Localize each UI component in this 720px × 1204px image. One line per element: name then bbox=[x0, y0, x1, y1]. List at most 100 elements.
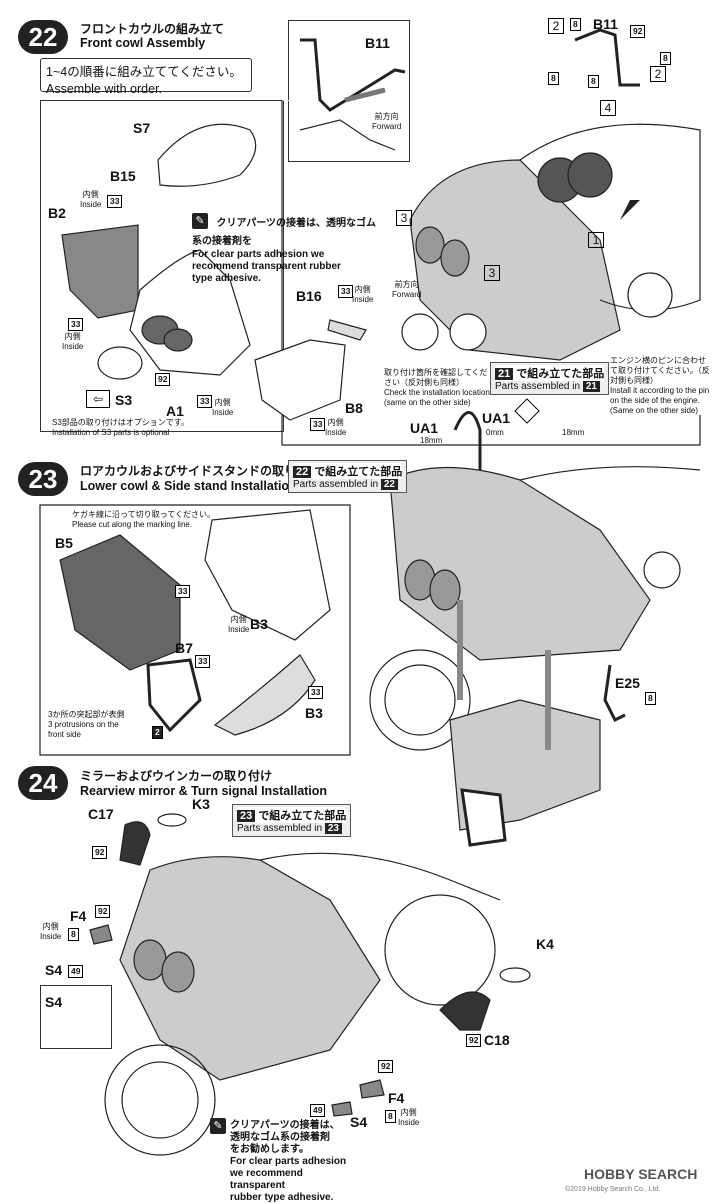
part-label-c18: C18 bbox=[484, 1032, 510, 1048]
code-33: 33 bbox=[338, 285, 354, 298]
part-label-b7: B7 bbox=[175, 640, 193, 656]
part-label-s4: S4 bbox=[45, 962, 63, 978]
code-33: 33 bbox=[175, 585, 191, 598]
order-note: 1~4の順番に組み立ててください。 Assemble with order. bbox=[40, 58, 252, 96]
part-label-b16: B16 bbox=[296, 288, 322, 304]
watermark-text: HOBBY SEARCH bbox=[584, 1166, 698, 1182]
s4-detail-label: S4 bbox=[45, 994, 63, 1010]
code-8: 8 bbox=[68, 928, 79, 941]
ref-parts-23: 23 で組み立てた部品 Parts assembled in 23 bbox=[232, 804, 352, 837]
order-note-jp: 1~4の順番に組み立ててください。 bbox=[46, 65, 242, 79]
step-23-badge: 23 bbox=[18, 462, 68, 496]
part-label-b15: B15 bbox=[110, 168, 136, 184]
code-33: 33 bbox=[310, 418, 326, 431]
part-label-s4-right: S4 bbox=[350, 1114, 368, 1130]
step-24-badge: 24 bbox=[18, 766, 68, 800]
clear-adhesive-note: ✎ クリアパーツの接着は、透明なゴム系の接着剤を For clear parts… bbox=[192, 213, 377, 284]
part-label-b8: B8 bbox=[345, 400, 363, 416]
code-92: 92 bbox=[92, 846, 108, 859]
adhesive-icon: ✎ bbox=[210, 1118, 226, 1134]
step-number-3: 3 bbox=[396, 210, 412, 226]
part-label-b5: B5 bbox=[55, 535, 73, 551]
order-note-en: Assemble with order. bbox=[46, 82, 163, 96]
option-note-jp: S3部品の取り付けはオプションです。 bbox=[52, 418, 189, 427]
code-8: 8 bbox=[645, 692, 656, 705]
code-33: 33 bbox=[68, 318, 84, 331]
part-label-s3: S3 bbox=[115, 392, 133, 408]
code-92: 92 bbox=[155, 373, 171, 386]
part-label-b2: B2 bbox=[48, 205, 66, 221]
part-label-f4-right: F4 bbox=[388, 1090, 405, 1106]
code-33: 33 bbox=[107, 195, 123, 208]
code-33: 33 bbox=[195, 655, 211, 668]
step-22-title-en: Front cowl Assembly bbox=[80, 36, 206, 50]
b11-inset-panel bbox=[288, 20, 410, 162]
option-arrow-icon: ⇦ bbox=[86, 390, 110, 408]
part-label-b11: B11 bbox=[593, 16, 618, 32]
ref-parts-21: 21 で組み立てた部品 Parts assembled in 21 bbox=[490, 362, 610, 395]
step-22-title-jp: フロントカウルの組み立て bbox=[80, 22, 225, 36]
ua1-length: 18mm bbox=[420, 436, 443, 445]
code-8: 8 bbox=[660, 52, 671, 65]
part-label-e25: E25 bbox=[615, 675, 640, 691]
part-label-k3: K3 bbox=[192, 796, 210, 812]
code-33: 33 bbox=[308, 686, 324, 699]
step-number-4: 4 bbox=[600, 100, 616, 116]
engine-pin-note: エンジン横のピンに合わせて取り付けてください。（反対側も同様）Install i… bbox=[610, 356, 710, 415]
code-2: 2 bbox=[152, 726, 163, 739]
ua1-label-2: UA1 bbox=[482, 410, 511, 426]
part-label-b11-inset: B11 bbox=[365, 35, 390, 51]
step-23-title-en: Lower cowl & Side stand Installation bbox=[80, 479, 297, 493]
code-92: 92 bbox=[378, 1060, 394, 1073]
step-23-title-jp: ロアカウルおよびサイドスタンドの取り付け bbox=[80, 464, 321, 478]
ua1-length-3: 18mm bbox=[562, 428, 585, 437]
step-number-2b: 2 bbox=[650, 66, 666, 82]
clear-adhesive-note-24: ✎ クリアパーツの接着は、 透明なゴム系の接着剤 をお勧めします。 For cl… bbox=[210, 1118, 360, 1204]
connector bbox=[282, 100, 292, 101]
part-label-f4: F4 bbox=[70, 908, 87, 924]
code-92: 92 bbox=[466, 1034, 482, 1047]
step-number-3b: 3 bbox=[484, 265, 500, 281]
step-number-2: 2 bbox=[548, 18, 564, 34]
code-92: 92 bbox=[95, 905, 111, 918]
code-49: 49 bbox=[68, 965, 84, 978]
part-label-b3-lower: B3 bbox=[305, 705, 323, 721]
check-location-note: 取り付け箇所を確認してください（反対側も同様）Check the install… bbox=[384, 368, 490, 407]
code-8: 8 bbox=[385, 1110, 396, 1123]
copyright-text: ©2019 Hobby Search Co., Ltd. bbox=[565, 1186, 661, 1193]
code-49: 49 bbox=[310, 1104, 326, 1117]
cut-note-jp: ケガキ線に沿って切り取ってください。 bbox=[72, 510, 215, 519]
step-24-title-jp: ミラーおよびウインカーの取り付け bbox=[80, 769, 273, 783]
step-number-1: 1 bbox=[588, 232, 604, 248]
part-label-k4: K4 bbox=[536, 936, 554, 952]
part-label-c17: C17 bbox=[88, 806, 114, 822]
ua1-length-2: 0mm bbox=[486, 428, 504, 437]
code-92: 92 bbox=[630, 25, 646, 38]
ua1-label: UA1 bbox=[410, 420, 439, 436]
cut-note-en: Please cut along the marking line. bbox=[72, 520, 193, 529]
step-22-badge: 22 bbox=[18, 20, 68, 54]
part-label-s7: S7 bbox=[133, 120, 151, 136]
code-8: 8 bbox=[548, 72, 559, 85]
option-note-en: Installation of S3 parts is optional bbox=[52, 428, 170, 437]
ref-parts-22: 22 で組み立てた部品 Parts assembled in 22 bbox=[288, 460, 408, 493]
part-label-b3: B3 bbox=[250, 616, 268, 632]
code-8: 8 bbox=[570, 18, 581, 31]
code-33: 33 bbox=[197, 395, 213, 408]
s4-detail-box: S4 bbox=[40, 985, 112, 1049]
adhesive-icon: ✎ bbox=[192, 213, 208, 229]
part-label-a1: A1 bbox=[166, 403, 184, 419]
code-8: 8 bbox=[588, 75, 599, 88]
